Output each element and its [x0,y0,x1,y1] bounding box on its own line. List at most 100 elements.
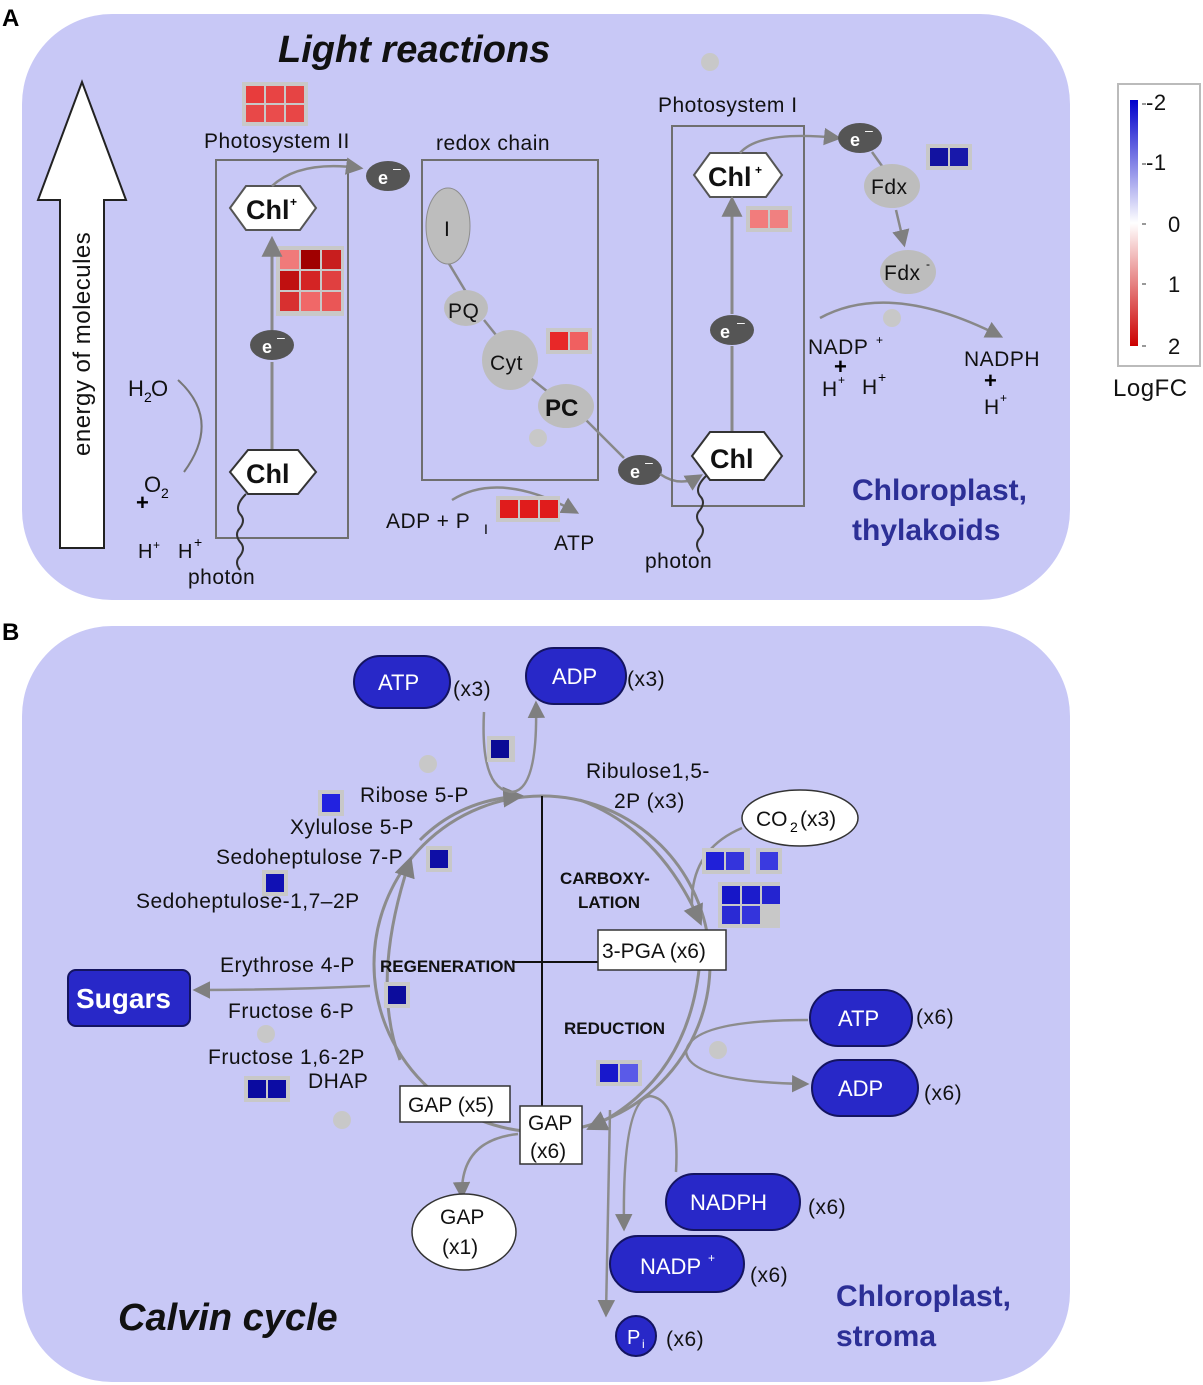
svg-text:+: + [194,534,202,550]
svg-text:NADPH: NADPH [964,348,1040,371]
psi-heatmap [746,206,792,232]
redox-chain-box [421,159,599,481]
svg-text:H: H [862,376,878,399]
sedoheptulose17-label: Sedoheptulose-1,7–2P [136,890,360,913]
svg-text:(x6): (x6) [808,1196,846,1219]
adp-top-node: ADP (x3) [525,647,665,705]
compartment-a-line2: thylakoids [852,514,1000,547]
svg-text:H: H [178,541,193,563]
photosystem-ii-box [215,159,349,539]
svg-text:3-PGA (x6): 3-PGA (x6) [602,940,706,963]
pga-node: 3-PGA (x6) [597,929,727,971]
compartment-a-line1: Chloroplast, [852,474,1027,507]
sedoheptulose7-label: Sedoheptulose 7-P [216,846,403,869]
atp-top-node: ATP (x3) [353,655,491,709]
photosystem-i-box [671,125,805,507]
svg-text:(x6): (x6) [916,1006,954,1029]
svg-text:NADPH: NADPH [690,1190,767,1215]
svg-text:ADP: ADP [552,664,597,689]
redox-chain-label: redox chain [436,132,550,155]
ferredoxin: e– Fdx Fdx- [739,122,972,294]
nadph-node: NADPH (x6) [665,1173,846,1231]
svg-text:ATP: ATP [554,532,595,555]
rubp-label-line1: Ribulose1,5- [586,760,710,783]
adp-right-node: ADP (x6) [811,1059,962,1117]
svg-text:e: e [720,322,730,342]
svg-text:I: I [484,521,488,537]
psii-heatmap-middle [276,246,344,316]
photon-wave-right [696,475,707,553]
panel-a-label: A [2,5,19,32]
carboxylation-line1: CARBOXY- [560,869,650,888]
svg-text:2: 2 [790,819,798,835]
svg-text:(x6): (x6) [924,1082,962,1105]
psi-electron: e– [710,314,754,345]
legend-tick-neg1: -1 [1146,150,1167,175]
photon-left-label: photon [188,566,255,589]
xylulose-label: Xylulose 5-P [290,816,414,839]
fructose6-label: Fructose 6-P [228,1000,354,1023]
svg-text:(x3): (x3) [627,668,665,691]
svg-text:I: I [444,218,450,241]
electron-redox-psi: e– [618,454,704,491]
svg-text:H: H [138,541,153,563]
svg-text:GAP: GAP [440,1206,484,1229]
svg-text:PC: PC [545,395,578,422]
compartment-b-line2: stroma [836,1320,936,1353]
legend-color-bar [1130,100,1138,346]
svg-text:Cyt: Cyt [490,352,523,375]
svg-text:(x3): (x3) [453,678,491,701]
svg-text:–: – [865,122,873,138]
svg-text:+: + [1000,391,1007,405]
photosystem-i-label: Photosystem I [658,94,798,117]
svg-text:Sugars: Sugars [76,983,171,1014]
svg-text:-: - [926,257,930,271]
svg-text:CO: CO [756,808,788,831]
svg-text:ATP: ATP [378,670,419,695]
svg-text:H: H [128,376,144,401]
redox-carriers: I PQ Cyt PC [425,187,625,459]
svg-text:+: + [876,333,883,347]
logfc-legend: -2 -1 0 1 2 LogFC [1113,83,1201,402]
svg-text:Fdx: Fdx [871,176,908,199]
svg-text:H: H [984,396,1000,419]
psi-chl: Chl [690,431,784,481]
rubisco-heatmap [702,848,782,928]
svg-text:GAP (x5): GAP (x5) [408,1094,494,1117]
svg-text:+: + [834,354,847,379]
cyt-heatmap [546,328,592,354]
sugars-node: Sugars [67,969,371,1027]
pgk-heatmap [596,1060,642,1086]
legend-tick-2: 2 [1168,334,1181,359]
svg-text:(x6): (x6) [750,1264,788,1287]
svg-text:Chl: Chl [246,195,290,225]
rubp-label-line2: 2P (x3) [614,790,685,813]
svg-text:(x6): (x6) [530,1140,566,1163]
svg-text:–: – [393,160,401,176]
svg-text:–: – [277,329,285,345]
light-reactions-title: Light reactions [278,29,550,71]
svg-text:NADP: NADP [808,336,868,359]
svg-text:GAP: GAP [528,1112,572,1135]
photosystem-ii-label: Photosystem II [204,130,350,153]
svg-text:+: + [838,373,845,387]
svg-text:Chl: Chl [246,459,290,489]
calvin-cycle-title: Calvin cycle [118,1297,338,1339]
photon-wave-left [236,493,247,571]
svg-text:ATP: ATP [838,1006,879,1031]
svg-text:(x1): (x1) [442,1236,478,1259]
psii-chl-plus: Chl+ [228,185,318,231]
reduction-label: REDUCTION [564,1019,665,1038]
energy-arrow [36,79,128,549]
nadp-reduction: NADP+ + H+ H+ NADPH + H+ [808,301,1040,419]
legend-tick-1: 1 [1168,272,1181,297]
legend-tick-neg2: -2 [1146,90,1167,115]
svg-text:(x6): (x6) [666,1328,704,1351]
svg-text:e: e [630,462,640,482]
svg-text:2: 2 [144,389,152,405]
svg-text:+: + [878,369,886,385]
dhap-label: DHAP [308,1070,368,1093]
psii-heatmap-top [242,82,308,126]
